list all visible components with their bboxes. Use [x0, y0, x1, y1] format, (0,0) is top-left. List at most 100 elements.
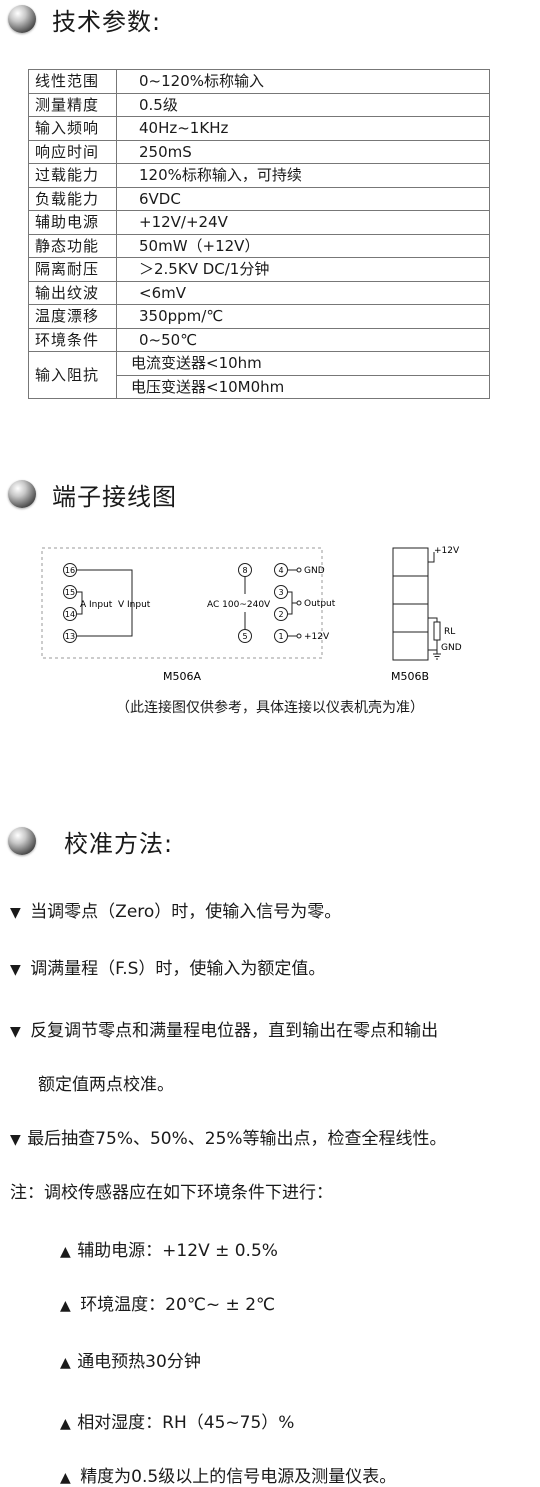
spec-value: 0~50℃: [116, 327, 490, 352]
bullet-ball-icon: [8, 827, 36, 855]
spec-label: 负载能力: [28, 186, 117, 211]
spec-value: +12V/+24V: [116, 210, 490, 235]
spec-label: 过载能力: [28, 163, 117, 188]
spec-label: 隔离耐压: [28, 257, 117, 282]
spec-value: <6mV: [116, 280, 490, 305]
spec-label: 温度漂移: [28, 304, 117, 329]
triangle-down-icon: ▼: [10, 1024, 21, 1040]
spec-label: 输入阻抗: [28, 351, 117, 399]
spec-value: 250mS: [116, 139, 490, 164]
spec-value: 电压变送器<10M0hm: [116, 374, 490, 399]
terminal-2: 2: [274, 607, 288, 621]
spec-label: 环境条件: [28, 327, 117, 352]
diagram-note: （此连接图仅供参考，具体连接以仪表机壳为准）: [116, 700, 424, 716]
condition-humidity: ▲ 相对湿度：RH（45~75）%: [60, 1413, 295, 1433]
step-repeat-cont: 额定值两点校准。: [38, 1075, 174, 1095]
triangle-up-icon: ▲: [60, 1355, 71, 1371]
triangle-up-icon: ▲: [60, 1298, 71, 1314]
spec-value: ＞2.5KV DC/1分钟: [116, 257, 490, 282]
bullet-ball-icon: [8, 5, 36, 33]
spec-label: 响应时间: [28, 139, 117, 164]
spec-label: 输入频响: [28, 116, 117, 141]
spec-label: 输出纹波: [28, 280, 117, 305]
section-calibration-header: 校准方法:: [8, 824, 173, 858]
a-input-label: A Input: [80, 600, 113, 610]
rl-label: RL: [444, 627, 455, 637]
terminal-13: 13: [63, 629, 77, 643]
wiring-diagram: 16 15 14 13 A Input V Input 8 5 AC 100~2…: [41, 546, 462, 683]
v-input-label: V Input: [118, 600, 151, 610]
section-title: 技术参数:: [52, 7, 162, 36]
condition-warmup: ▲ 通电预热30分钟: [60, 1352, 201, 1372]
spec-label: 静态功能: [28, 233, 117, 258]
svg-text:13: 13: [65, 632, 75, 641]
terminal-4: 4: [274, 563, 288, 577]
m506b-block: [392, 547, 441, 661]
svg-text:2: 2: [278, 610, 283, 619]
svg-text:3: 3: [278, 588, 283, 597]
m506a-frame: [41, 547, 323, 659]
triangle-down-icon: ▼: [10, 962, 21, 978]
condition-instrument: ▲ 精度为0.5级以上的信号电源及测量仪表。: [60, 1467, 397, 1487]
terminal-16: 16: [63, 563, 77, 577]
spec-value: 0~120%标称输入: [116, 69, 490, 94]
svg-text:1: 1: [278, 632, 283, 641]
svg-text:14: 14: [65, 610, 75, 619]
step-full-scale: ▼ 调满量程（F.S）时，使输入为额定值。: [10, 959, 326, 979]
svg-text:4: 4: [278, 566, 283, 575]
step-spot-check: ▼ 最后抽查75%、50%、25%等输出点，检查全程线性。: [10, 1129, 447, 1149]
triangle-down-icon: ▼: [10, 905, 21, 921]
section-title: 端子接线图: [52, 482, 177, 511]
spec-value: 电流变送器<10hm: [116, 351, 490, 376]
section-title: 校准方法:: [64, 829, 174, 858]
output-label: Output: [304, 599, 336, 609]
terminal-5: 5: [238, 629, 252, 643]
spec-value: 50mW（+12V）: [116, 233, 490, 258]
triangle-up-icon: ▲: [60, 1470, 71, 1486]
m506b-plus12-label: +12V: [434, 546, 460, 556]
terminal-3: 3: [274, 585, 288, 599]
spec-label: 线性范围: [28, 69, 117, 94]
svg-text:8: 8: [242, 566, 247, 575]
terminal-14: 14: [63, 607, 77, 621]
svg-text:15: 15: [65, 588, 75, 597]
spec-label: 测量精度: [28, 92, 117, 117]
spec-row-impedance-voltage: 电压变送器<10M0hm: [29, 374, 490, 399]
ac-label: AC 100~240V: [207, 600, 271, 610]
m506b-gnd-label: GND: [441, 643, 462, 653]
conditions-intro: 注：调校传感器应在如下环境条件下进行：: [10, 1183, 333, 1203]
svg-text:16: 16: [65, 566, 75, 575]
step-repeat: ▼ 反复调节零点和满量程电位器，直到输出在零点和输出: [10, 1021, 439, 1041]
step-zero: ▼ 当调零点（Zero）时，使输入信号为零。: [10, 902, 342, 922]
svg-text:5: 5: [242, 632, 247, 641]
plus12-label: +12V: [304, 632, 330, 642]
bullet-ball-icon: [8, 480, 36, 508]
condition-temperature: ▲ 环境温度：20℃~ ± 2℃: [60, 1295, 276, 1315]
terminal-1: 1: [274, 629, 288, 643]
terminal-8: 8: [238, 563, 252, 577]
terminal-15: 15: [63, 585, 77, 599]
triangle-up-icon: ▲: [60, 1244, 71, 1260]
spec-value: 0.5级: [116, 92, 490, 117]
spec-value: 6VDC: [116, 186, 490, 211]
section-specs-header: 技术参数:: [8, 2, 161, 36]
triangle-down-icon: ▼: [10, 1132, 21, 1148]
section-wiring-header: 端子接线图: [8, 477, 177, 511]
input-wires: [76, 569, 133, 637]
gnd-label: GND: [304, 566, 325, 576]
m506b-caption: M506B: [391, 670, 429, 683]
output-wires: [287, 567, 302, 639]
spec-row-impedance: 输入阻抗电流变送器<10hm: [28, 351, 490, 399]
spec-row: 输出纹波<6mV: [28, 280, 490, 305]
spec-value: 40Hz~1KHz: [116, 116, 490, 141]
spec-row: 隔离耐压＞2.5KV DC/1分钟: [28, 257, 490, 282]
